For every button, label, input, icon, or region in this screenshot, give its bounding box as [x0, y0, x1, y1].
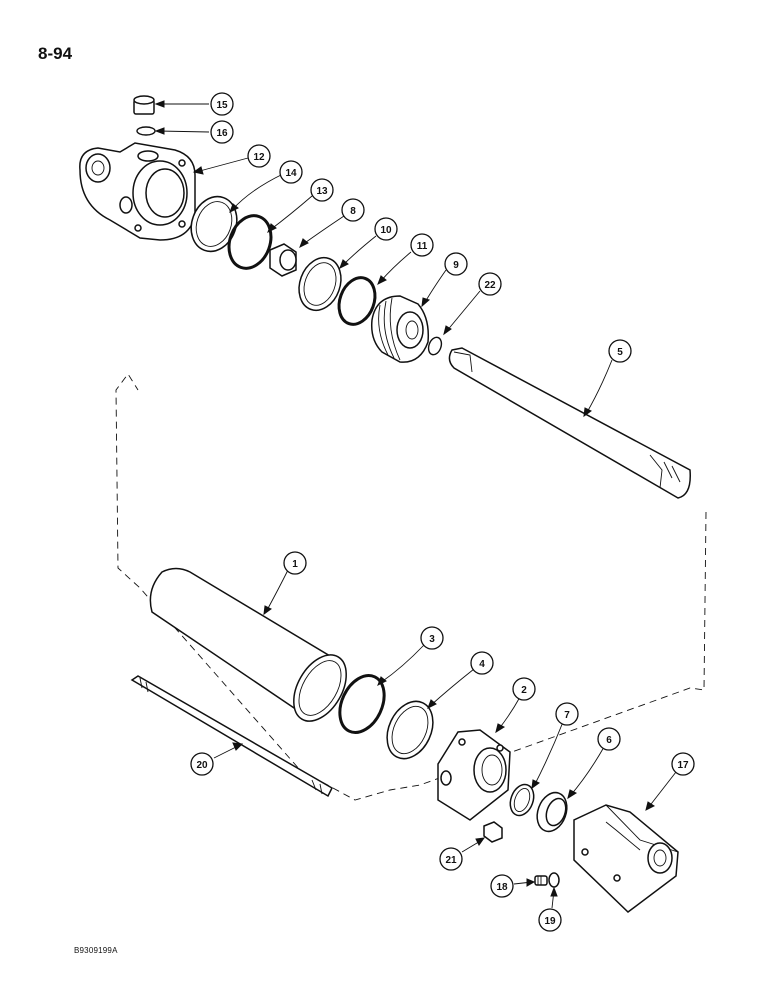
svg-text:4: 4: [479, 659, 485, 670]
part-rod-clevis: [573, 804, 679, 913]
svg-text:21: 21: [445, 855, 457, 866]
svg-text:17: 17: [677, 760, 689, 771]
svg-text:20: 20: [196, 760, 208, 771]
svg-text:5: 5: [617, 347, 623, 358]
svg-text:7: 7: [564, 710, 570, 721]
part-piston-backup-ring: [298, 256, 342, 312]
callout-5: 5: [608, 339, 632, 363]
part-grease-cap: [548, 872, 560, 888]
svg-text:13: 13: [316, 186, 328, 197]
part-piston-rod: [448, 347, 691, 499]
part-cylinder-base: [437, 729, 511, 821]
svg-text:3: 3: [429, 634, 435, 645]
svg-text:6: 6: [606, 735, 612, 746]
svg-text:18: 18: [496, 882, 508, 893]
part-barrel-o-ring: [338, 674, 386, 734]
figure-code: B9309199A: [74, 946, 118, 955]
part-barrel-backup-ring: [386, 700, 434, 760]
part-piston: [370, 295, 430, 363]
callout-20: 20: [190, 752, 214, 776]
callout-13: 13: [310, 178, 334, 202]
leader-lines: [154, 100, 677, 909]
callout-22: 22: [478, 272, 502, 296]
callout-14: 14: [279, 160, 303, 184]
callout-12: 12: [247, 144, 271, 168]
callout-9: 9: [444, 252, 468, 276]
callout-21: 21: [439, 847, 463, 871]
svg-text:15: 15: [216, 100, 228, 111]
part-plug-o-ring: [136, 126, 156, 136]
page-number: 8-94: [38, 44, 73, 63]
callout-17: 17: [671, 752, 695, 776]
callout-4: 4: [470, 651, 494, 675]
svg-text:9: 9: [453, 260, 459, 271]
svg-text:14: 14: [285, 168, 297, 179]
callout-1: 1: [283, 551, 307, 575]
part-rod-bushing: [509, 783, 535, 817]
callout-11: 11: [410, 233, 434, 257]
callout-2: 2: [512, 677, 536, 701]
svg-text:10: 10: [380, 225, 392, 236]
svg-text:8: 8: [350, 206, 356, 217]
callout-3: 3: [420, 626, 444, 650]
part-piston-o-ring: [337, 276, 377, 326]
callout-15: 15: [210, 92, 234, 116]
part-plug: [133, 95, 155, 115]
part-tie-bolt: [130, 675, 333, 798]
part-o-ring: [227, 214, 273, 270]
callout-16: 16: [210, 120, 234, 144]
callout-6: 6: [597, 727, 621, 751]
part-rod-o-ring: [427, 336, 443, 356]
callout-8: 8: [341, 198, 365, 222]
part-cylinder-head: [79, 142, 196, 241]
svg-text:16: 16: [216, 128, 228, 139]
svg-text:22: 22: [484, 280, 496, 291]
callout-10: 10: [374, 217, 398, 241]
part-tie-bolt-nut: [483, 821, 503, 843]
svg-text:11: 11: [417, 241, 428, 252]
part-grease-fitting: [534, 875, 548, 886]
part-cylinder-barrel: [149, 567, 347, 722]
callout-18: 18: [490, 874, 514, 898]
svg-text:1: 1: [292, 559, 298, 570]
callout-19: 19: [538, 908, 562, 932]
svg-text:2: 2: [521, 685, 527, 696]
svg-text:12: 12: [253, 152, 265, 163]
callout-7: 7: [555, 702, 579, 726]
svg-text:19: 19: [544, 916, 556, 927]
part-piston-nut: [269, 243, 297, 277]
